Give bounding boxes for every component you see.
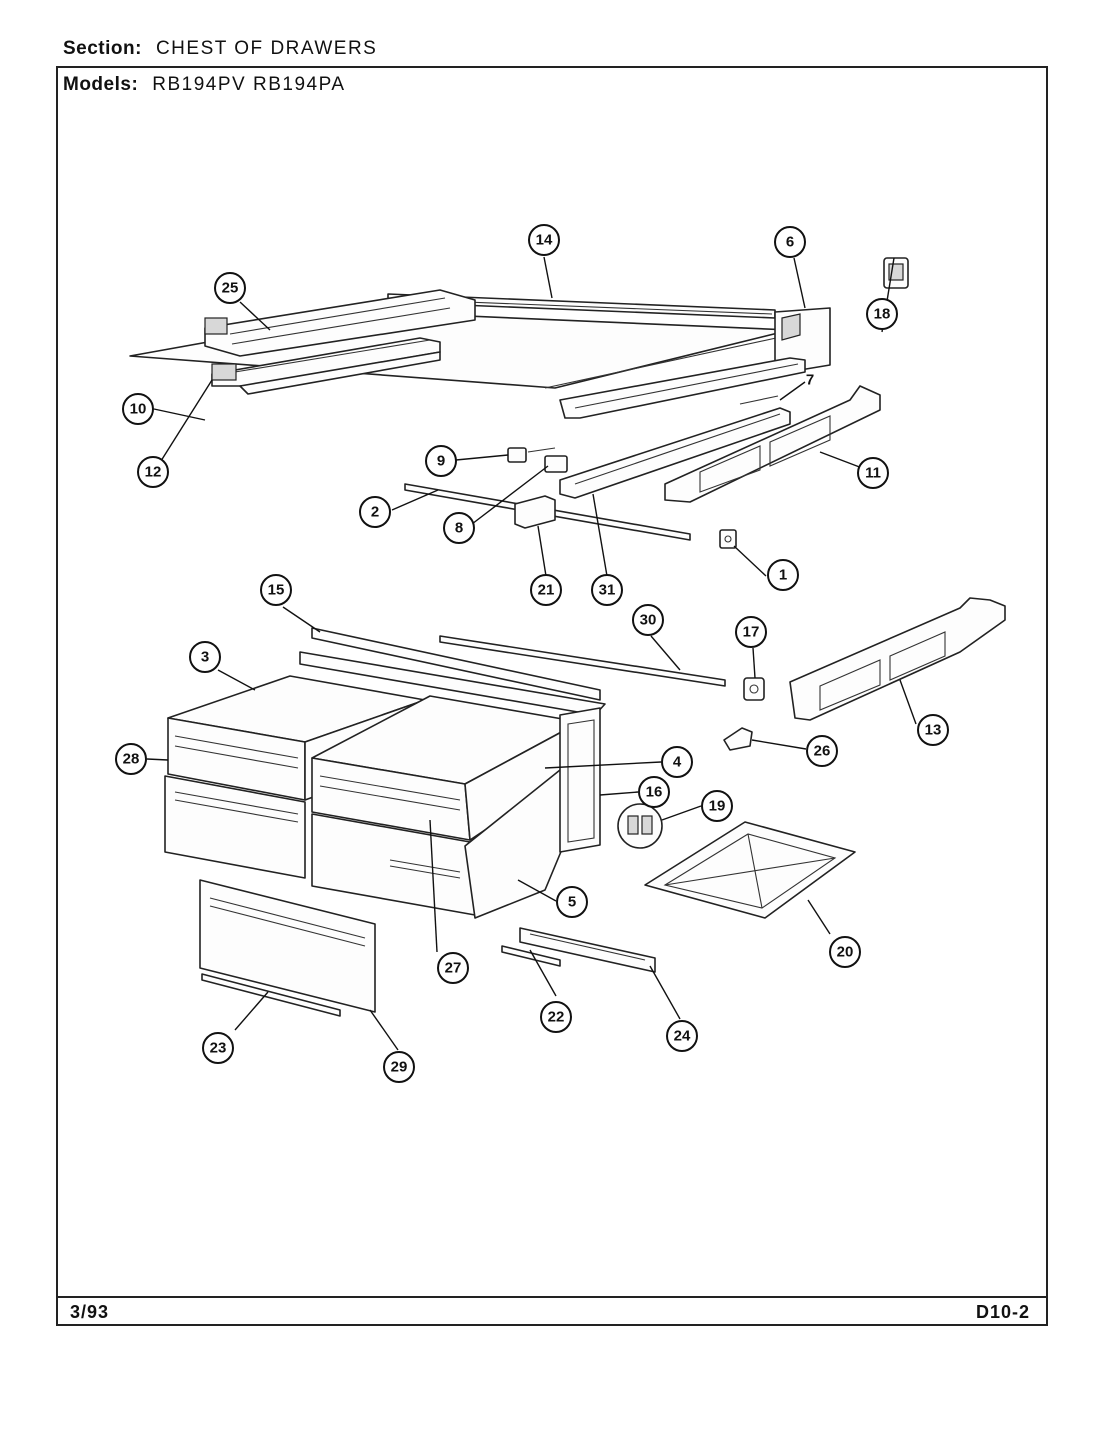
svg-text:28: 28: [123, 751, 140, 768]
svg-text:22: 22: [548, 1009, 565, 1026]
part-10-left-slide-upper: [204, 289, 476, 357]
callout-2: 2: [359, 496, 391, 528]
svg-text:9: 9: [437, 453, 445, 470]
callout-29: 29: [383, 1051, 415, 1083]
part-4-right-pan: [311, 695, 581, 841]
part-29-front-panel: [199, 879, 376, 1013]
callout-8: 8: [443, 512, 475, 544]
svg-text:20: 20: [837, 944, 854, 961]
callout-18: 18: [866, 298, 898, 330]
callout-9: 9: [425, 445, 457, 477]
callout-17: 17: [735, 616, 767, 648]
svg-text:7: 7: [806, 372, 814, 389]
callout-23: 23: [202, 1032, 234, 1064]
section-label: Section:: [63, 38, 142, 59]
part-22-strip: [501, 945, 561, 967]
part-21-block: [514, 495, 556, 529]
part-28-left-front: [164, 775, 306, 879]
part-13-lower-rail: [789, 597, 1006, 721]
part-5-bin: [464, 761, 571, 919]
callout-31: 31: [591, 574, 623, 606]
callout-6: 6: [774, 226, 806, 258]
footer-date: 3/93: [70, 1302, 110, 1322]
callout-10: 10: [122, 393, 154, 425]
svg-text:13: 13: [925, 722, 942, 739]
models-value: RB194PV RB194PA: [152, 74, 346, 95]
part-1-clip: [719, 529, 737, 549]
part-26-clip: [723, 727, 753, 751]
svg-text:23: 23: [210, 1040, 227, 1057]
svg-text:5: 5: [568, 894, 576, 911]
callout-30: 30: [632, 604, 664, 636]
callout-5: 5: [556, 886, 588, 918]
part-19-bracket: [617, 803, 663, 849]
part-16-frame: [559, 707, 601, 853]
svg-text:19: 19: [709, 798, 726, 815]
svg-text:25: 25: [222, 280, 239, 297]
svg-text:8: 8: [455, 520, 463, 537]
svg-text:4: 4: [673, 754, 682, 771]
callout-4: 4: [661, 746, 693, 778]
part-20-cover-frame: [644, 821, 856, 919]
callout-24: 24: [666, 1020, 698, 1052]
svg-text:15: 15: [268, 582, 285, 599]
part-30-rod: [439, 635, 726, 687]
callout-25: 25: [214, 272, 246, 304]
callout-15: 15: [260, 574, 292, 606]
footer-divider: [56, 1296, 1048, 1298]
section-title: Section: CHEST OF DRAWERS: [63, 38, 377, 60]
svg-text:12: 12: [145, 464, 162, 481]
part-12-left-slide-lower: [211, 337, 441, 395]
svg-text:18: 18: [874, 306, 891, 323]
svg-text:3: 3: [201, 649, 209, 666]
callout-1: 1: [767, 559, 799, 591]
callout-7: 7: [806, 372, 814, 389]
callout-13: 13: [917, 714, 949, 746]
callout-19: 19: [701, 790, 733, 822]
svg-text:1: 1: [779, 567, 787, 584]
part-31-right-slide: [559, 395, 791, 499]
svg-text:16: 16: [646, 784, 663, 801]
svg-text:29: 29: [391, 1059, 408, 1076]
svg-text:10: 10: [130, 401, 147, 418]
svg-text:17: 17: [743, 624, 760, 641]
part-17-clip: [743, 677, 765, 701]
svg-text:30: 30: [640, 612, 657, 629]
callout-20: 20: [829, 936, 861, 968]
part-6-lower-rail: [559, 357, 806, 419]
part-18-clip: [883, 257, 909, 289]
svg-text:27: 27: [445, 960, 462, 977]
svg-text:24: 24: [674, 1028, 691, 1045]
callout-14: 14: [528, 224, 560, 256]
callout-3: 3: [189, 641, 221, 673]
part-11-right-rail: [664, 385, 881, 503]
svg-text:26: 26: [814, 743, 831, 760]
svg-text:11: 11: [865, 465, 881, 482]
callout-26: 26: [806, 735, 838, 767]
models-title: Models: RB194PV RB194PA: [63, 74, 346, 96]
section-value: CHEST OF DRAWERS: [155, 38, 378, 59]
footer-page-code: D10-2: [975, 1302, 1030, 1322]
callout-12: 12: [137, 456, 169, 488]
callout-22: 22: [540, 1001, 572, 1033]
svg-text:14: 14: [536, 232, 553, 249]
diagram-frame: [56, 66, 1048, 1326]
part-24-slide: [519, 927, 656, 973]
callout-27: 27: [437, 952, 469, 984]
callout-16: 16: [638, 776, 670, 808]
callout-11: 11: [857, 457, 889, 489]
part-23-trim: [201, 973, 341, 1017]
callout-28: 28: [115, 743, 147, 775]
svg-text:31: 31: [599, 582, 616, 599]
part-8-bracket: [544, 455, 568, 473]
models-label: Models:: [63, 74, 139, 95]
svg-text:6: 6: [786, 234, 794, 251]
svg-text:21: 21: [538, 582, 555, 599]
callout-21: 21: [530, 574, 562, 606]
svg-text:2: 2: [371, 504, 379, 521]
